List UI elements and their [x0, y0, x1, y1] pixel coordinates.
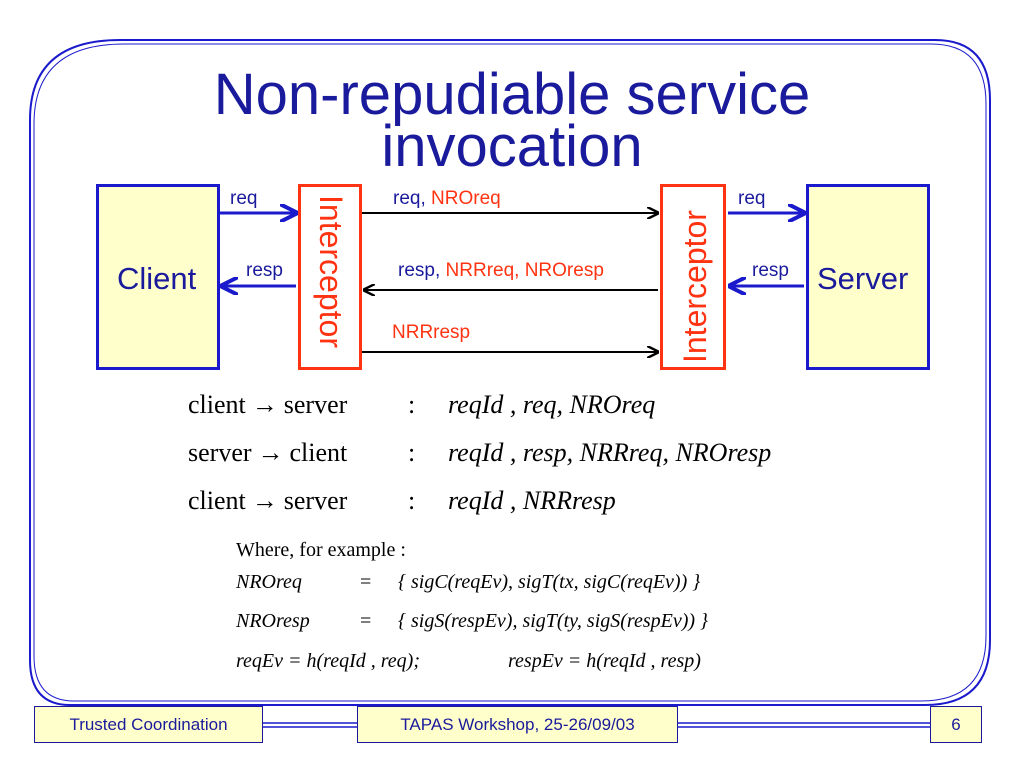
mid-bottom-label: NRRresp [392, 322, 471, 343]
protocol-payload: reqId , NRRresp [448, 486, 616, 516]
protocol-from: server [188, 438, 252, 467]
footer-left: Trusted Coordination [34, 706, 263, 743]
resp-label-right: resp [752, 260, 789, 281]
resp-label-left: resp [246, 260, 283, 281]
arrow-symbol: → [257, 438, 284, 467]
protocol-colon: : [408, 486, 416, 515]
nroreq-lhs: NROreq [236, 571, 302, 593]
nroresp-eq: = [360, 610, 372, 632]
client-label: Client [117, 261, 197, 296]
mid-top-red: NROreq [431, 188, 501, 209]
protocol-to: client [289, 438, 348, 467]
respev-def: respEv = h(reqId , resp) [508, 650, 701, 672]
protocol-colon: : [408, 438, 416, 467]
mid-mid-black: resp [398, 260, 435, 281]
arrow-symbol: → [251, 390, 278, 419]
protocol-to: server [283, 390, 348, 419]
protocol-from: client [188, 390, 246, 419]
protocol-payload-text: reqId , resp, NRRreq, NROresp [448, 438, 772, 467]
protocol-colon: : [408, 390, 416, 419]
footer-page-number: 6 [930, 706, 982, 743]
interceptor-right-label: Interceptor [677, 210, 713, 363]
mid-mid-red: NRRreq, NROresp [445, 260, 604, 281]
footer-center: TAPAS Workshop, 25-26/09/03 [357, 706, 678, 743]
interceptor-left-box: Interceptor [298, 184, 362, 370]
protocol-to: server [283, 486, 348, 515]
protocol-payload-text: reqId , req, NROreq [448, 390, 656, 419]
protocol-route: client→server [188, 486, 347, 516]
server-label: Server [817, 261, 909, 296]
interceptor-left-label: Interceptor [313, 195, 349, 348]
nroresp-lhs: NROresp [236, 610, 310, 632]
req-label-right: req [738, 188, 766, 209]
mid-mid-label: resp, NRRreq, NROresp [398, 260, 604, 281]
definitions-intro: Where, for example : [236, 539, 406, 561]
protocol-payload-text: reqId , NRRresp [448, 486, 616, 515]
nroresp-rhs: { sigS(respEv), sigT(ty, sigS(respEv)) } [398, 610, 709, 632]
protocol-payload: reqId , req, NROreq [448, 390, 655, 420]
title-line-2: invocation [381, 114, 643, 179]
nroreq-eq: = [360, 571, 372, 593]
protocol-payload: reqId , resp, NRRreq, NROresp [448, 438, 771, 468]
req-label-left: req [230, 188, 258, 209]
reqev-def: reqEv = h(reqId , req); [236, 650, 420, 672]
protocol-route: server→client [188, 438, 347, 468]
mid-top-label: req, NROreq [393, 188, 501, 209]
title-line-1: Non-repudiable service [213, 62, 811, 127]
arrow-symbol: → [251, 486, 278, 515]
server-box: Server [806, 184, 930, 370]
mid-top-black: req [393, 188, 421, 209]
client-box: Client [96, 184, 220, 370]
interceptor-right-box: Interceptor [660, 184, 726, 370]
protocol-from: client [188, 486, 246, 515]
protocol-route: client→server [188, 390, 347, 420]
nroreq-rhs: { sigC(reqEv), sigT(tx, sigC(reqEv)) } [398, 571, 701, 593]
